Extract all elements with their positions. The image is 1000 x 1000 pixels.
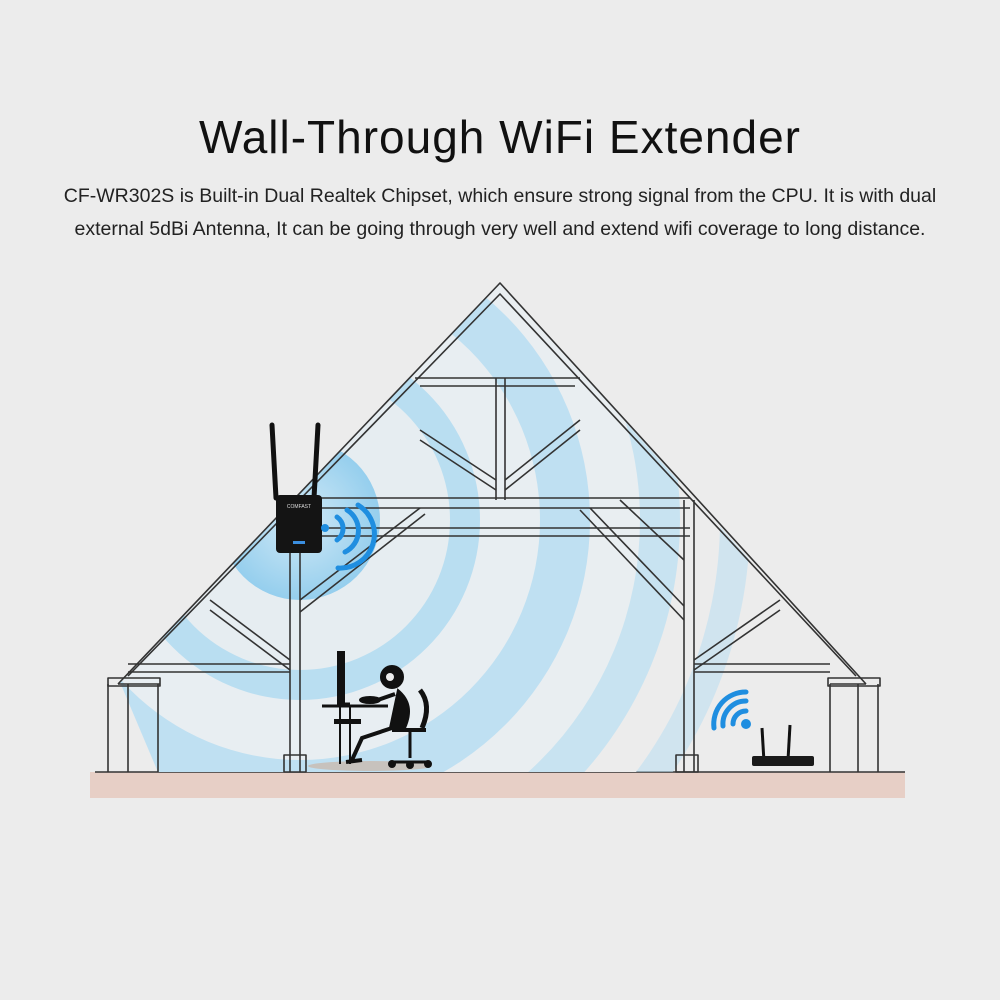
wifi-signal-icon-extender (321, 502, 377, 571)
floor (90, 772, 905, 798)
page-title: Wall-Through WiFi Extender (198, 111, 801, 163)
wifi-signal-icon-router (711, 689, 751, 731)
person-at-desk (308, 651, 432, 771)
extender-brand: COMFAST (287, 504, 311, 510)
product-description: CF-WR302S is Built-in Dual Realtek Chips… (63, 185, 937, 240)
house-illustration: COMFAST (80, 270, 920, 810)
router-device (752, 724, 814, 766)
wifi-extender-device: COMFAST (269, 422, 322, 553)
